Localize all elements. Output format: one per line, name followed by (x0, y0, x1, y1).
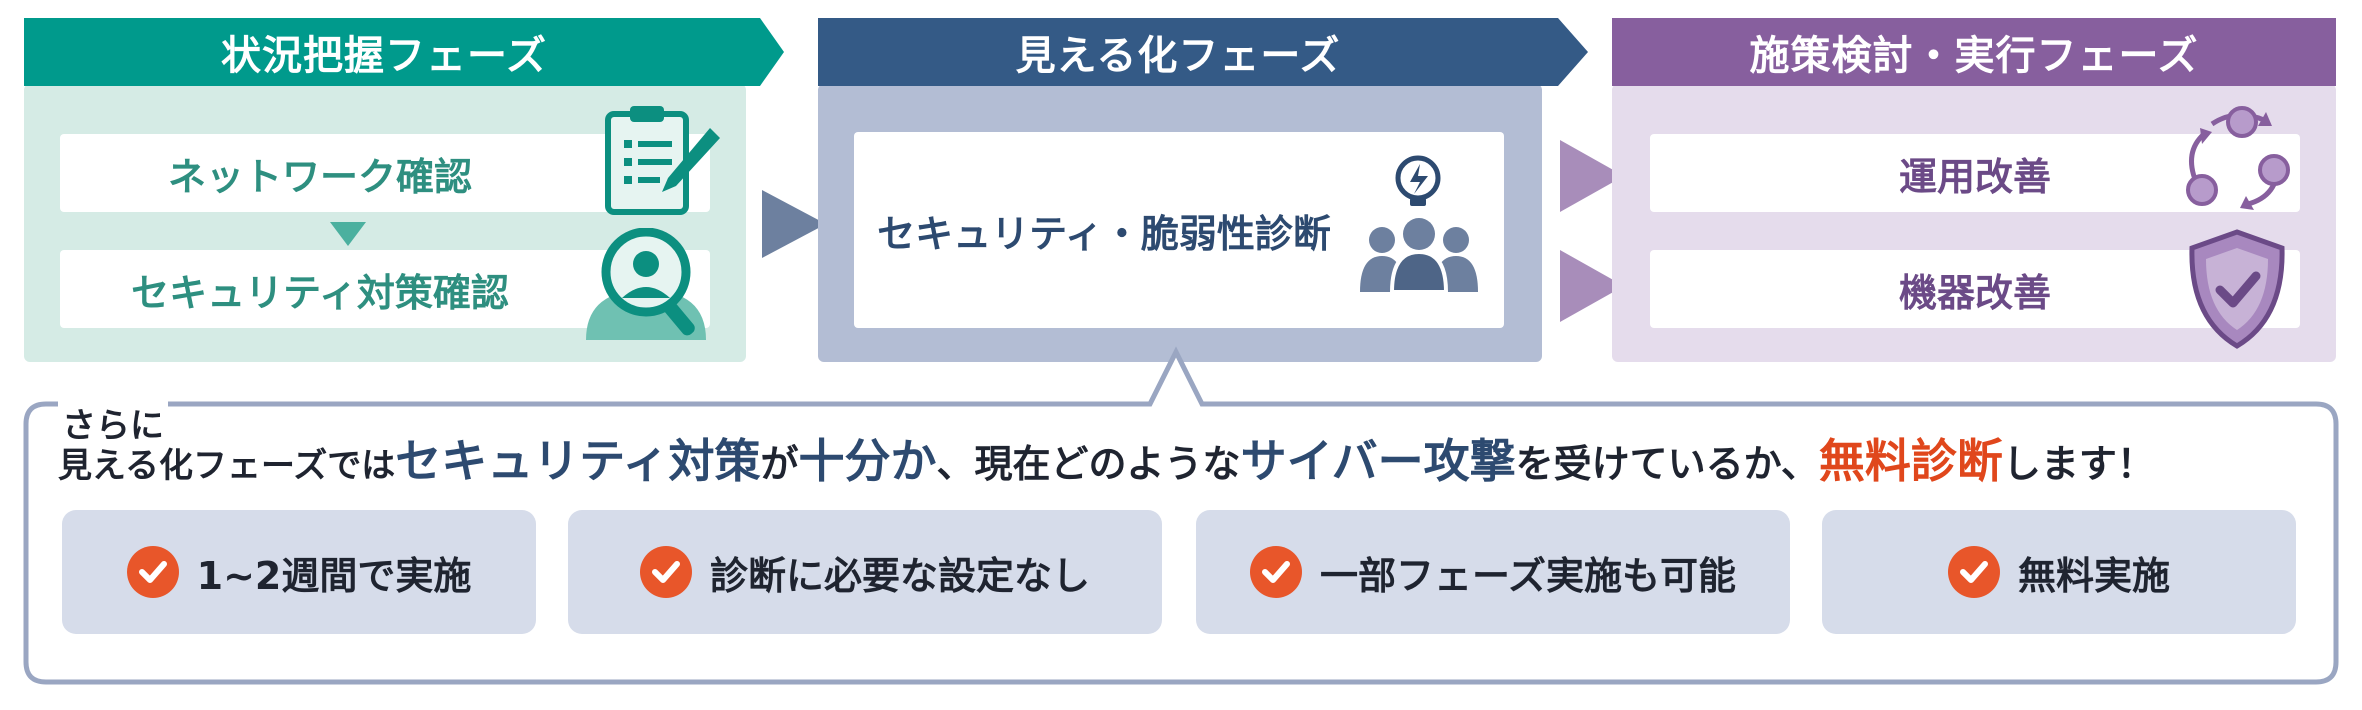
callout-em-free: 無料診断 (1818, 434, 2003, 488)
check-icon (1947, 546, 2000, 598)
clipboard-icon (605, 106, 720, 215)
check-icon (639, 546, 692, 598)
shield-check-icon (2189, 229, 2285, 349)
phase3-item2-label: 機器改善 (1898, 270, 2051, 315)
benefit-label-1: 1~2週間で実施 (196, 553, 472, 598)
phase2-title: 見える化フェーズ (1015, 33, 1341, 79)
phase3-title: 施策検討・実行フェーズ (1749, 33, 2199, 79)
benefit-card-1: 1~2週間で実施 (62, 510, 536, 634)
check-icon (126, 546, 179, 598)
benefit-card-3: 一部フェーズ実施も可能 (1196, 510, 1790, 634)
phase3-header: 施策検討・実行フェーズ (1612, 18, 2336, 86)
phase3-item1-label: 運用改善 (1898, 154, 2051, 199)
phase1-item2-label: セキュリティ対策確認 (131, 270, 509, 315)
callout-text-current: 、現在どのような (936, 442, 1241, 486)
lightbulb-people-icon (1360, 155, 1478, 294)
phase1-title: 状況把握フェーズ (221, 33, 547, 79)
callout-text-ga: が (760, 442, 799, 486)
callout-text-end: します！ (2002, 442, 2155, 486)
benefit-label-4: 無料実施 (2017, 553, 2170, 598)
callout-prefix: 見える化フェーズでは (58, 446, 396, 486)
phase2-item1-label: セキュリティ・脆弱性診断 (877, 211, 1331, 256)
arrow-right-1 (762, 190, 826, 258)
callout-text-receive: を受けているか、 (1515, 442, 1819, 486)
callout-line2: 見える化フェーズではセキュリティ対策が十分か、現在どのようなサイバー攻撃を受けて… (58, 428, 2318, 499)
phase2-header: 見える化フェーズ (818, 18, 1588, 86)
callout-em-sufficient: 十分か (798, 434, 937, 488)
benefit-card-2: 診断に必要な設定なし (568, 510, 1162, 634)
callout-line1: さらに (58, 398, 168, 447)
check-icon (1249, 546, 1302, 598)
down-arrow-icon (330, 222, 366, 246)
benefit-card-4: 無料実施 (1822, 510, 2296, 634)
benefit-label-2: 診断に必要な設定なし (709, 553, 1090, 598)
phase1-header: 状況把握フェーズ (24, 18, 784, 86)
cycle-icon (2186, 106, 2290, 210)
magnifier-person-icon (586, 228, 706, 340)
callout-em-cyber: サイバー攻撃 (1240, 434, 1516, 488)
phase1-item1-label: ネットワーク確認 (167, 154, 472, 199)
phase1-item-network: ネットワーク確認 (60, 134, 710, 212)
benefit-label-3: 一部フェーズ実施も可能 (1319, 553, 1737, 598)
phase2-item-diagnosis: セキュリティ・脆弱性診断 (854, 132, 1504, 328)
callout-em-security: セキュリティ対策 (395, 434, 761, 488)
